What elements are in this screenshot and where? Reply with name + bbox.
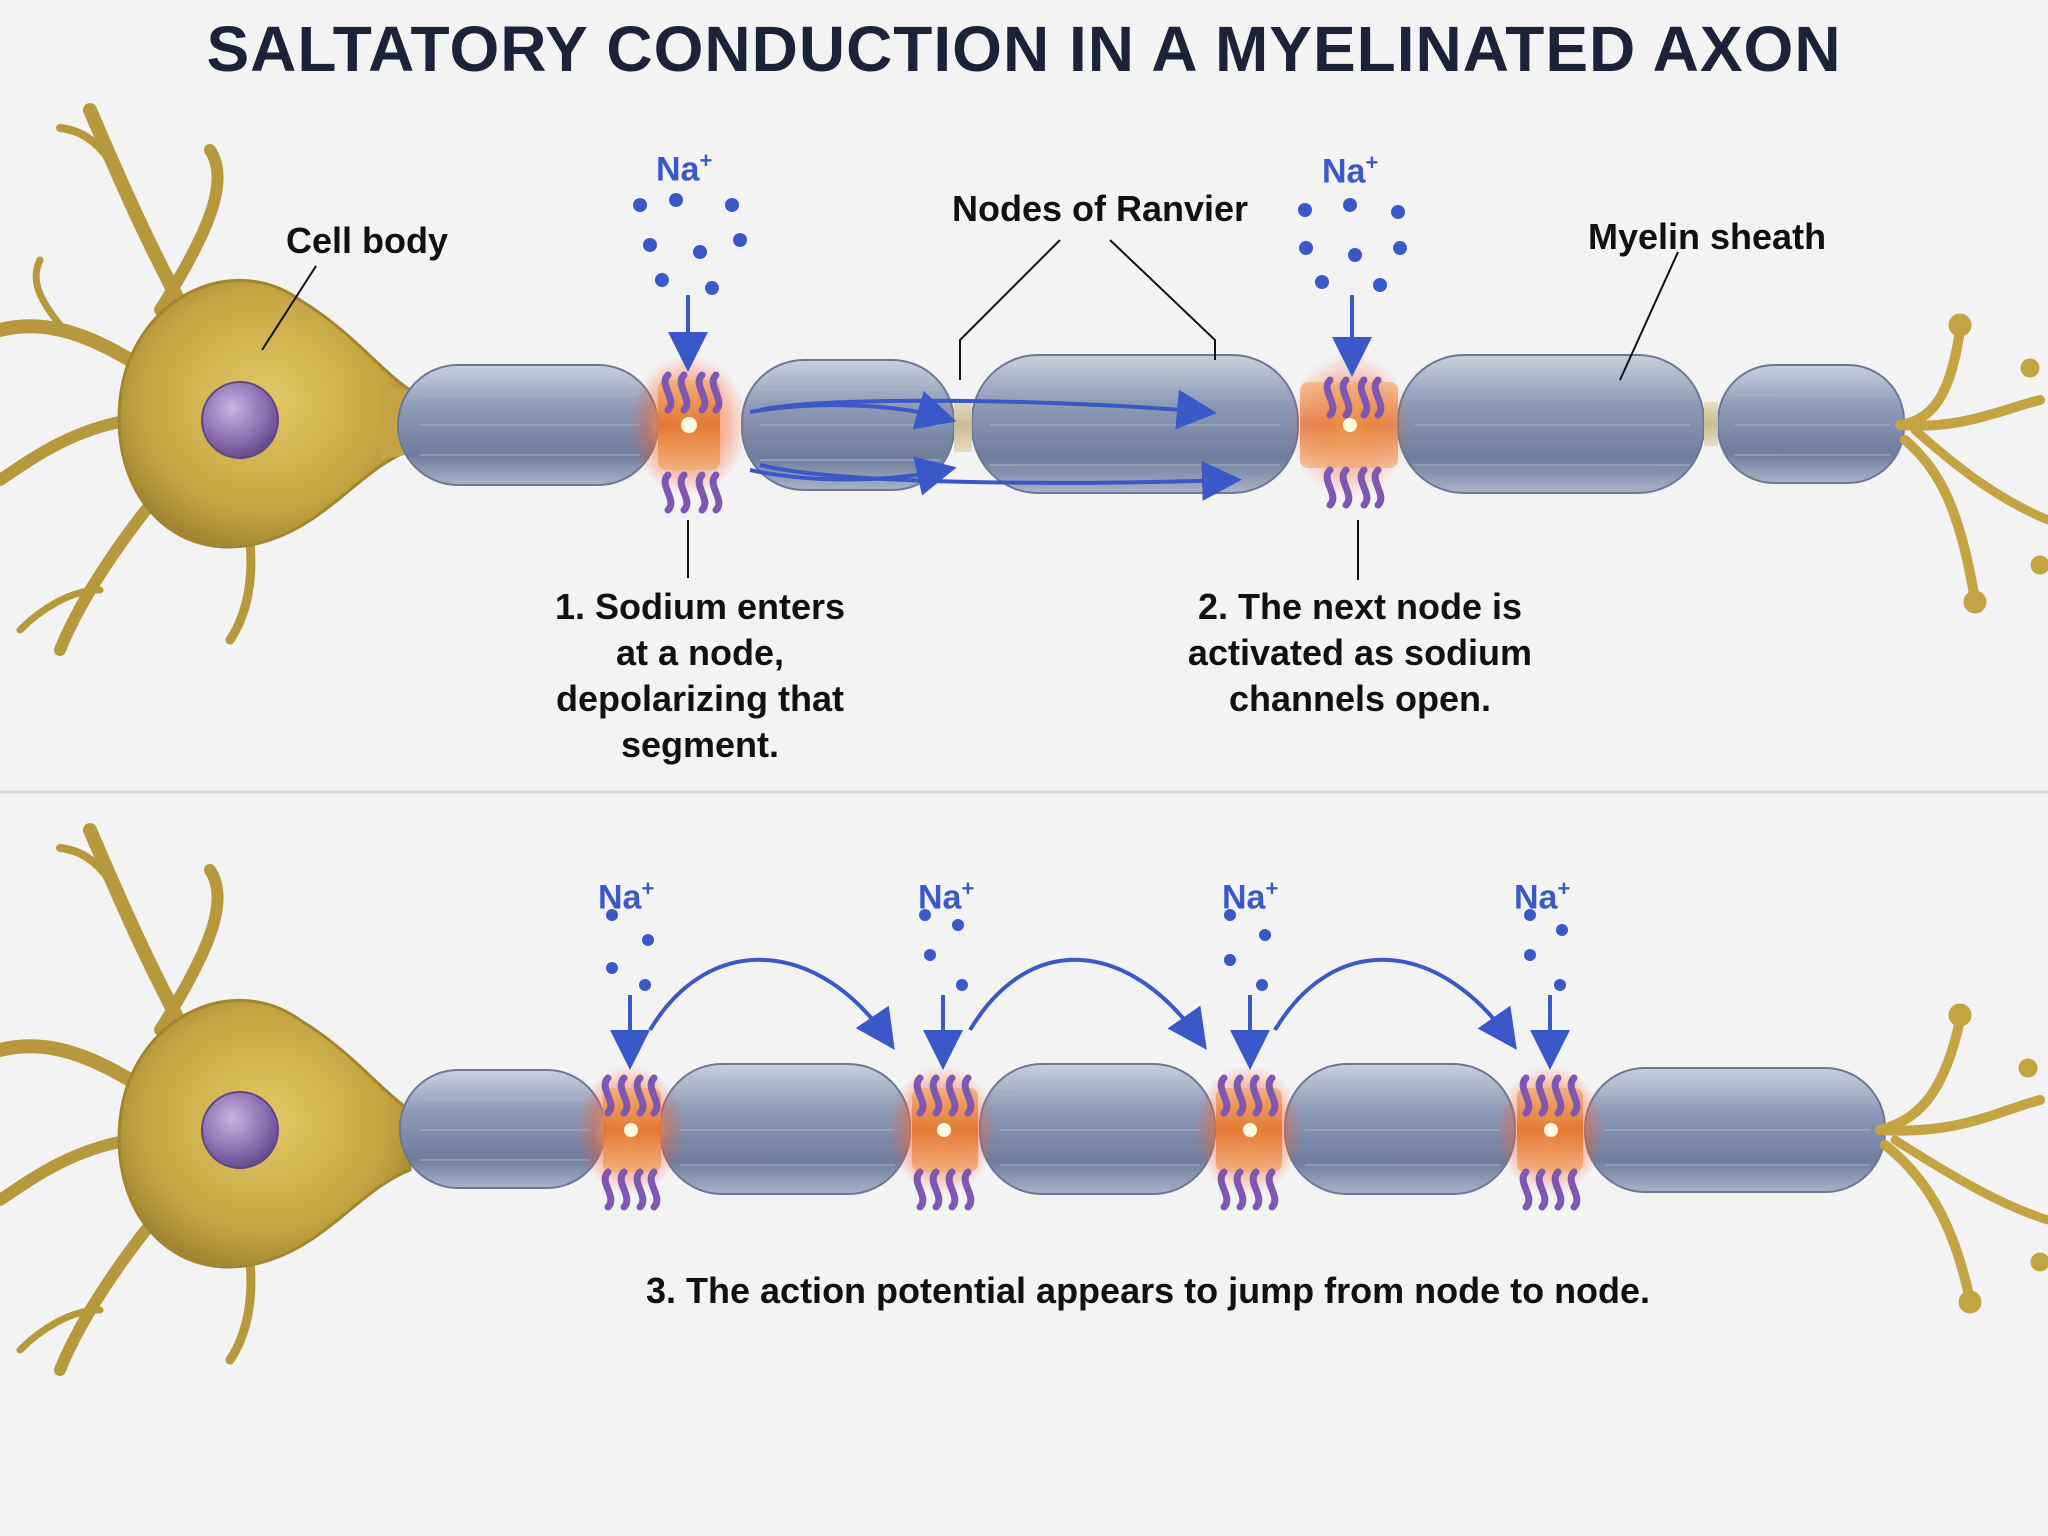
node-spark [681,417,697,433]
sodium-label: Na+ [1222,876,1279,917]
nucleus-top [201,381,279,459]
myelin-texture-bottom [420,1094,1870,1166]
step1-line: segment. [620,724,780,766]
leader-myelin [1619,251,1679,381]
sodium-label: Na+ [598,876,655,917]
myelin-segment [399,1069,606,1189]
label-myelin-sheath: Myelin sheath [1588,216,1827,257]
node-spark [1343,418,1357,432]
jump-arrow [968,957,1207,1050]
step1-line: depolarizing that [556,678,844,720]
leader-cell-body [261,265,317,351]
node-of-ranvier [1704,402,1718,446]
myelin-segment [1284,1063,1516,1195]
label-cell-body: Cell body [286,220,449,261]
leader-node-1 [959,239,1061,380]
step1-line: 1. Sodium enters [554,586,846,627]
step2-line: channels open. [1228,678,1492,720]
leader-node-2 [1109,239,1216,360]
current-arrow [759,460,1242,501]
myelin-segment [1717,364,1905,484]
sodium-label: Na+ [656,148,713,189]
sodium-label: Na+ [918,876,975,917]
current-arrow [749,391,957,430]
jump-arrow [1273,957,1517,1050]
sodium-ions-1 [633,193,747,295]
sodium-label: Na+ [1514,876,1571,917]
label-step1: 1. Sodium enters at a node, depolarizing… [520,584,880,768]
current-arrow [749,456,957,496]
axon-terminal-bottom [1875,1003,2048,1314]
sodium-ions-bottom [606,909,1568,991]
myelin-segment [1397,354,1705,494]
sodium-channels-top [661,371,1385,514]
myelin-segment [979,1063,1216,1195]
myelin-segment [659,1063,911,1195]
label-nodes-of-ranvier: Nodes of Ranvier [952,188,1249,229]
axon-terminal-top [1895,313,2048,614]
label-step2: 2. The next node is activated as sodium … [1160,584,1560,722]
nucleus-bottom [201,1091,279,1169]
sodium-ions-2 [1298,198,1407,292]
neuron-bottom [0,823,2048,1376]
step2-line: activated as sodium [1187,632,1533,674]
diagram-title: SALTATORY CONDUCTION IN A MYELINATED AXO… [206,13,1842,85]
neuron-top [0,103,2048,656]
node-of-ranvier [954,400,972,452]
sodium-channels-bottom [601,1074,1581,1211]
sodium-label: Na+ [1322,150,1379,191]
myelin-segment [971,354,1299,494]
step2-line: 2. The next node is [1197,586,1523,627]
step1-line: at a node, [615,632,785,674]
label-step3: 3. The action potential appears to jump … [646,1270,1651,1311]
sodium-entry-arrows-bottom [610,995,1570,1070]
jump-arrow [648,957,895,1050]
dendrites-left-bottom [0,823,256,1376]
